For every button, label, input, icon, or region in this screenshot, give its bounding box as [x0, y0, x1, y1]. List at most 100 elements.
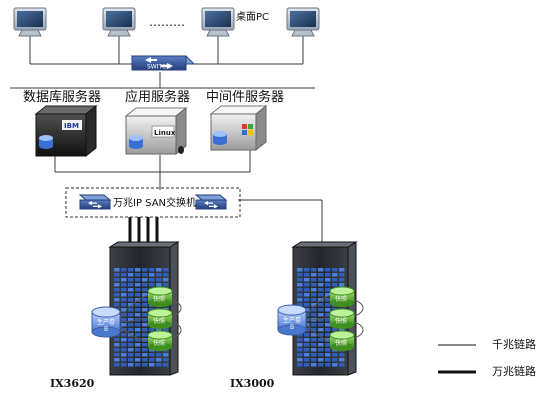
disk-bay: [163, 273, 169, 277]
disk-bay: [121, 278, 127, 282]
snapshot-disk-left-1: 快照: [147, 286, 173, 307]
disk-bay: [114, 353, 120, 357]
disk-bay: [121, 338, 127, 342]
disk-bay: [304, 293, 310, 297]
disk-bay: [304, 348, 310, 352]
disk-bay: [297, 288, 303, 292]
disk-bay: [135, 363, 141, 367]
disk-bay: [304, 343, 310, 347]
disk-bay: [128, 358, 134, 362]
san-switch-label: 万兆IP SAN交换机: [113, 198, 197, 209]
linux-badge: Linux: [154, 129, 176, 137]
disk-bay: [135, 358, 141, 362]
disk-bay: [318, 278, 324, 282]
desktop-pc-3: [201, 7, 235, 37]
production-volume-left: 生产卷 B: [91, 306, 121, 338]
desktop-pc-1: [13, 7, 47, 37]
disk-bay: [318, 303, 324, 307]
disk-bay: [297, 338, 303, 342]
disk-bay: [142, 353, 148, 357]
disk-bay: [311, 353, 317, 357]
disk-bay: [142, 343, 148, 347]
snapshot-disk-right-2: 快照: [329, 308, 355, 329]
disk-bay: [128, 298, 134, 302]
disk-bay: [332, 278, 338, 282]
disk-bay: [318, 268, 324, 272]
disk-bay: [135, 333, 141, 337]
disk-bay: [135, 353, 141, 357]
disk-bay: [297, 273, 303, 277]
disk-bay: [121, 318, 127, 322]
disk-bay: [121, 298, 127, 302]
disk-bay: [135, 303, 141, 307]
disk-bay: [142, 318, 148, 322]
disk-bay: [121, 308, 127, 312]
disk-bay: [163, 358, 169, 362]
disk-bay: [311, 313, 317, 317]
snapshot-label-left-1: 快照: [153, 295, 165, 303]
ibm-badge: IBM: [64, 122, 79, 130]
disk-bay: [304, 278, 310, 282]
disk-bay: [156, 328, 162, 332]
disk-bay: [121, 288, 127, 292]
san-switch-left: [78, 194, 112, 210]
disk-bay: [325, 353, 331, 357]
disk-bay: [325, 328, 331, 332]
disk-bay: [135, 308, 141, 312]
disk-bay: [332, 273, 338, 277]
disk-bay: [163, 328, 169, 332]
disk-bay: [325, 358, 331, 362]
disk-bay: [135, 328, 141, 332]
disk-bay: [339, 283, 345, 287]
disk-bay: [142, 273, 148, 277]
disk-bay: [297, 283, 303, 287]
disk-bay: [304, 363, 310, 367]
disk-bay: [311, 308, 317, 312]
disk-bay: [304, 288, 310, 292]
disk-bay: [121, 313, 127, 317]
disk-bay: [318, 283, 324, 287]
disk-bay: [128, 283, 134, 287]
disk-bay: [114, 338, 120, 342]
disk-bay: [325, 283, 331, 287]
disk-bay: [304, 308, 310, 312]
disk-bay: [142, 298, 148, 302]
disk-bay: [311, 338, 317, 342]
san-switch-group: [65, 187, 241, 218]
disk-bay: [297, 363, 303, 367]
disk-bay: [318, 273, 324, 277]
disk-bay: [332, 358, 338, 362]
disk-bay: [163, 353, 169, 357]
disk-bay: [311, 288, 317, 292]
disk-bay: [114, 343, 120, 347]
disk-bay: [142, 313, 148, 317]
disk-bay: [297, 343, 303, 347]
snapshot-label-left-3: 快照: [153, 339, 165, 347]
disk-bay: [325, 293, 331, 297]
pc-ellipsis: ………: [149, 15, 185, 29]
disk-bay: [325, 278, 331, 282]
disk-bay: [311, 283, 317, 287]
disk-bay: [135, 288, 141, 292]
disk-bay: [297, 298, 303, 302]
disk-bay: [121, 268, 127, 272]
disk-bay: [121, 293, 127, 297]
disk-bay: [156, 363, 162, 367]
disk-bay: [325, 303, 331, 307]
disk-bay: [121, 303, 127, 307]
disk-bay: [318, 348, 324, 352]
disk-bay: [332, 268, 338, 272]
disk-bay: [121, 283, 127, 287]
disk-bay: [128, 318, 134, 322]
disk-bay: [325, 348, 331, 352]
disk-bay: [128, 343, 134, 347]
disk-bay: [156, 278, 162, 282]
disk-bay: [339, 268, 345, 272]
disk-bay: [149, 328, 155, 332]
snapshot-label-right-1: 快照: [335, 295, 347, 303]
disk-bay: [297, 268, 303, 272]
volume-group-left: 生产卷 B 快照 快照 快照: [91, 286, 182, 351]
disk-bay: [311, 343, 317, 347]
